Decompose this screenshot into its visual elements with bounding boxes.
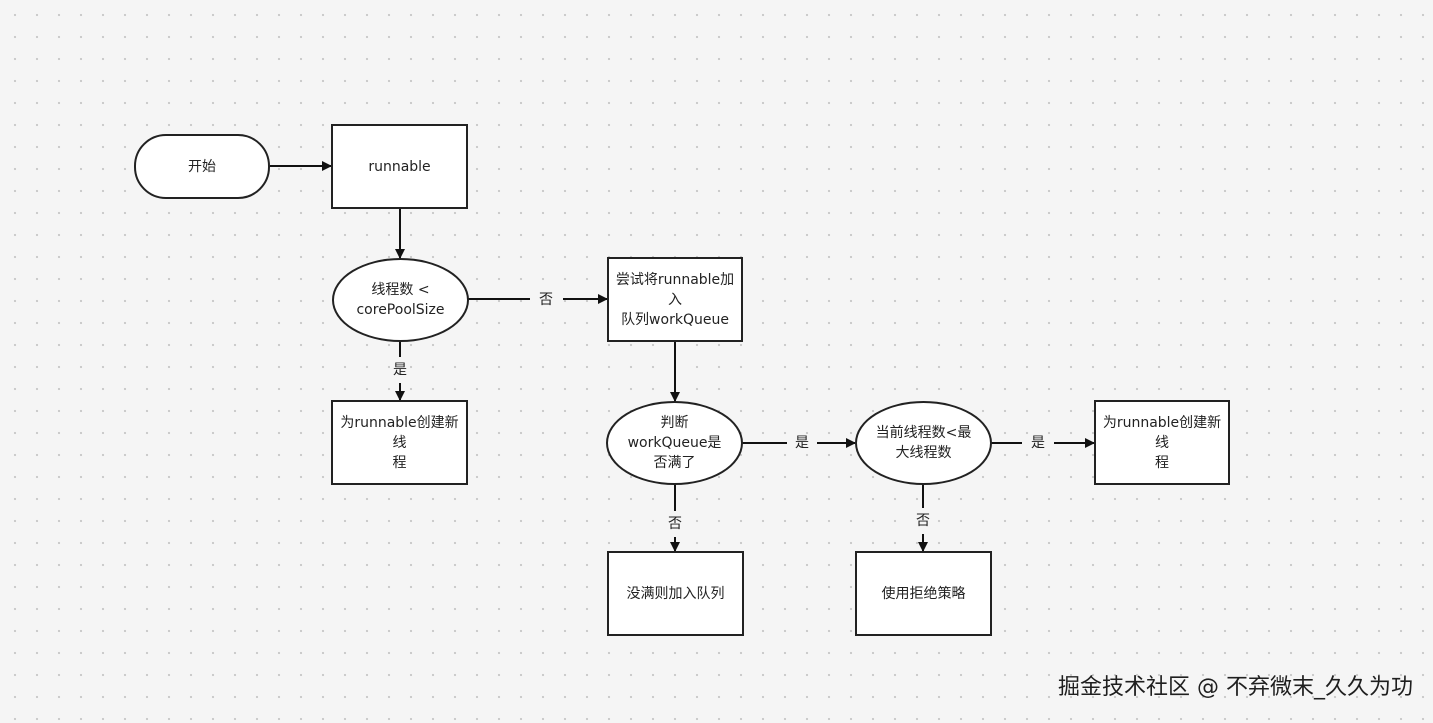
edge-label-full-no: 否 bbox=[665, 516, 685, 532]
runnable-node: runnable bbox=[331, 124, 468, 209]
edge-label-core-yes: 是 bbox=[390, 362, 410, 378]
try-enqueue-label: 尝试将runnable加入 队列workQueue bbox=[615, 271, 735, 328]
try-enqueue-node: 尝试将runnable加入 队列workQueue bbox=[607, 257, 743, 342]
reject-policy-node: 使用拒绝策略 bbox=[855, 551, 992, 636]
check-max-pool-decision: 当前线程数<最 大线程数 bbox=[855, 401, 992, 485]
start-node-label: 开始 bbox=[188, 158, 216, 175]
check-max-pool-label: 当前线程数<最 大线程数 bbox=[875, 425, 972, 461]
queue-full-decision: 判断 workQueue是 否满了 bbox=[606, 401, 743, 485]
edge-label-full-yes: 是 bbox=[792, 435, 812, 451]
create-thread-node-1: 为runnable创建新线 程 bbox=[331, 400, 468, 485]
edge-label-core-no: 否 bbox=[536, 292, 556, 308]
enqueue-node: 没满则加入队列 bbox=[607, 551, 744, 636]
reject-policy-label: 使用拒绝策略 bbox=[881, 585, 966, 602]
watermark-text: 掘金技术社区 @ 不弃微末_久久为功 bbox=[1058, 675, 1413, 700]
create-thread-2-label: 为runnable创建新线 程 bbox=[1102, 414, 1222, 471]
queue-full-label: 判断 workQueue是 否满了 bbox=[627, 415, 722, 471]
check-core-pool-label: 线程数 < corePoolSize bbox=[356, 282, 445, 318]
runnable-node-label: runnable bbox=[368, 158, 431, 175]
create-thread-1-label: 为runnable创建新线 程 bbox=[340, 414, 459, 471]
start-node: 开始 bbox=[134, 134, 270, 199]
edge-label-max-no: 否 bbox=[913, 513, 933, 529]
create-thread-node-2: 为runnable创建新线 程 bbox=[1094, 400, 1230, 485]
edge-label-max-yes: 是 bbox=[1028, 435, 1048, 451]
check-core-pool-decision: 线程数 < corePoolSize bbox=[332, 258, 469, 342]
enqueue-label: 没满则加入队列 bbox=[626, 585, 725, 602]
